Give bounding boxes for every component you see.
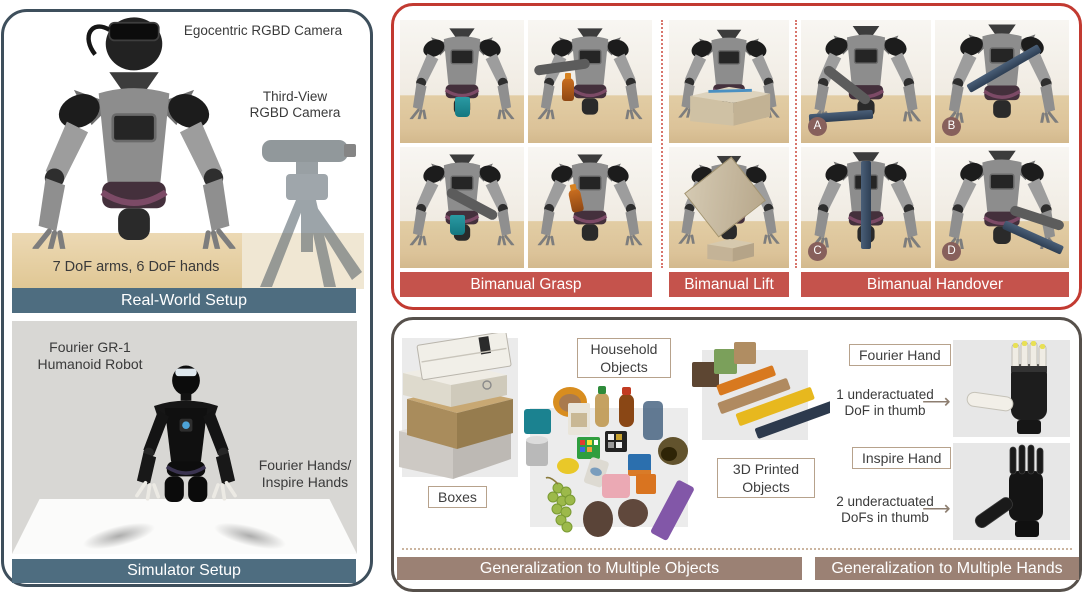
boxes-tag: Boxes (428, 486, 487, 509)
bimanual-tasks-panel: A B C D Bimanual Grasp Bimanual Lift Bim… (391, 3, 1082, 310)
inspire-hand-note: 2 underactuated DoFs in thumb (836, 494, 934, 526)
egocentric-camera-label: Egocentric RGBD Camera (183, 23, 343, 38)
section-divider (795, 20, 797, 268)
frame-badge-b: B (942, 117, 961, 136)
fourier-hand-tag: Fourier Hand (849, 344, 951, 367)
bimanual-lift-banner: Bimanual Lift (669, 272, 789, 297)
task-robot-image (537, 28, 643, 120)
lift-photo-1 (669, 20, 789, 143)
task-robot-image (945, 151, 1059, 250)
frame-badge-c: C (808, 242, 827, 261)
real-world-banner: Real-World Setup (12, 288, 356, 313)
teal-cup (455, 97, 470, 117)
navy-stick (861, 161, 871, 249)
household-objects-tag: Household Objects (577, 338, 671, 379)
sim-hands-label: Fourier Hands/ Inspire Hands (258, 457, 352, 491)
grasp-photo-1 (400, 20, 524, 143)
real-robot-image (28, 17, 240, 254)
printed-objects-tag: 3D Printed Objects (717, 458, 815, 499)
handover-photo-c: C (801, 147, 931, 268)
section-divider (661, 20, 663, 268)
grasp-photo-2 (528, 20, 652, 143)
handover-photo-d: D (935, 147, 1069, 268)
real-world-photo: Egocentric RGBD Camera Third-View RGBD C… (10, 12, 364, 289)
third-view-camera-label: Third-View RGBD Camera (249, 89, 341, 121)
handover-photo-b: B (935, 20, 1069, 143)
printed-objects-image (692, 342, 830, 439)
arrow-right-icon: ⟶ (922, 391, 951, 413)
fourier-hand-image (966, 341, 1047, 434)
arrow-right-icon: ⟶ (922, 498, 951, 520)
sim-robot-label: Fourier GR-1 Humanoid Robot (37, 339, 143, 373)
inspire-hand-tag: Inspire Hand (852, 447, 952, 470)
bimanual-grasp-banner: Bimanual Grasp (400, 272, 652, 297)
frame-badge-d: D (942, 242, 961, 261)
fourier-hand-photo (953, 340, 1070, 437)
small-box (707, 239, 754, 262)
simulator-banner: Simulator Setup (12, 559, 356, 583)
sim-floor (12, 499, 357, 554)
simulator-image: Fourier GR-1 Humanoid Robot Fourier Hand… (12, 321, 357, 554)
hands-banner: Generalization to Multiple Hands (815, 557, 1079, 580)
cardboard-box (690, 86, 771, 126)
tripod-camera-image (260, 140, 362, 287)
sim-robot-image (135, 365, 237, 502)
setup-panel: Egocentric RGBD Camera Third-View RGBD C… (1, 9, 373, 587)
boxes-image (399, 333, 513, 479)
household-objects-image (524, 386, 694, 541)
banner-divider-line (402, 548, 1072, 550)
task-robot-image (537, 154, 643, 246)
fourier-hand-note: 1 underactuated DoF in thumb (836, 387, 934, 419)
frame-badge-a: A (808, 117, 827, 136)
inspire-hand-image (974, 444, 1044, 537)
generalization-panel: Boxes Household Objects (391, 317, 1082, 592)
grasp-photo-3 (400, 147, 524, 268)
teal-cup (450, 215, 465, 235)
bimanual-handover-banner: Bimanual Handover (801, 272, 1069, 297)
dof-caption: 7 DoF arms, 6 DoF hands (52, 259, 220, 275)
lift-photo-2 (669, 147, 789, 268)
inspire-hand-photo (953, 443, 1070, 540)
objects-banner: Generalization to Multiple Objects (397, 557, 802, 580)
orange-bottle (562, 73, 574, 101)
handover-photo-a: A (801, 20, 931, 143)
grasp-photo-4 (528, 147, 652, 268)
